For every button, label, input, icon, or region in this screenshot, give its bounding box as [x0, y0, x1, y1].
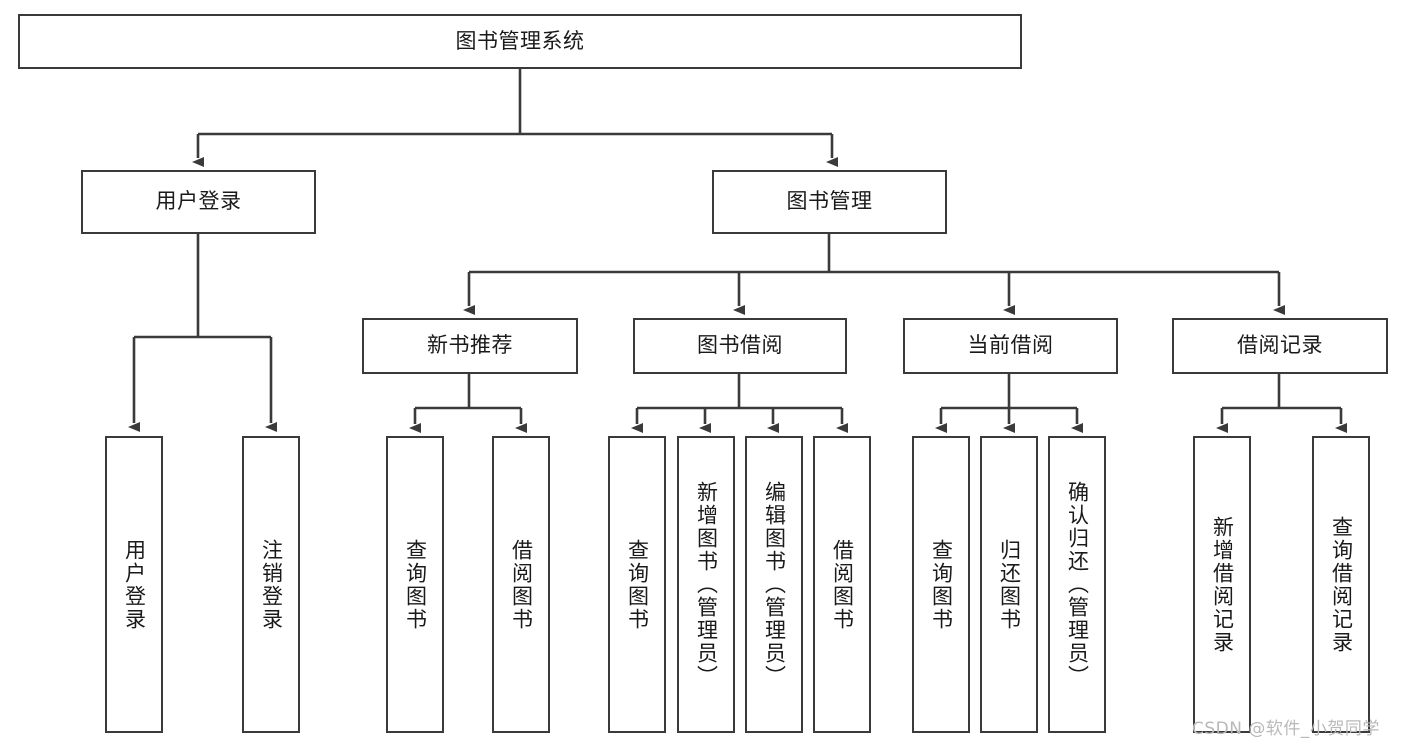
node-label: 图书管理系统 — [455, 28, 585, 53]
node-new-book-recommend[interactable]: 新书推荐 — [362, 318, 578, 374]
node-label: 查询图书 — [625, 538, 650, 631]
leaf-borrow-edit-book-admin[interactable]: 编辑图书（管理员） — [745, 436, 803, 733]
leaf-borrow-add-book-admin[interactable]: 新增图书（管理员） — [677, 436, 735, 733]
node-label: 当前借阅 — [967, 333, 1054, 358]
node-label: 借阅图书 — [830, 538, 855, 631]
node-book-management[interactable]: 图书管理 — [712, 170, 947, 234]
leaf-record-add-record[interactable]: 新增借阅记录 — [1193, 436, 1251, 733]
leaf-record-query-record[interactable]: 查询借阅记录 — [1312, 436, 1370, 733]
node-current-borrow[interactable]: 当前借阅 — [903, 318, 1118, 374]
node-user-login[interactable]: 用户登录 — [81, 170, 316, 234]
node-label: 查询图书 — [929, 538, 954, 631]
leaf-borrow-query-book[interactable]: 查询图书 — [608, 436, 666, 733]
leaf-current-return-book[interactable]: 归还图书 — [980, 436, 1038, 733]
node-label: 图书管理 — [786, 189, 873, 214]
leaf-borrow-borrow-book[interactable]: 借阅图书 — [813, 436, 871, 733]
node-label: 借阅图书 — [509, 538, 534, 631]
node-label: 归还图书 — [997, 538, 1022, 631]
node-label: 查询借阅记录 — [1329, 515, 1354, 654]
node-book-borrow[interactable]: 图书借阅 — [633, 318, 847, 374]
leaf-current-confirm-return-admin[interactable]: 确认归还（管理员） — [1048, 436, 1106, 733]
node-root-system[interactable]: 图书管理系统 — [18, 14, 1022, 69]
node-label: 新增图书（管理员） — [694, 481, 719, 688]
node-label: 新书推荐 — [427, 333, 513, 358]
node-label: 借阅记录 — [1237, 333, 1323, 358]
node-label: 图书借阅 — [697, 333, 783, 358]
node-label: 查询图书 — [403, 538, 428, 631]
leaf-new-book-borrow-book[interactable]: 借阅图书 — [492, 436, 550, 733]
leaf-user-login-logout[interactable]: 注销登录 — [242, 436, 300, 733]
node-borrow-record[interactable]: 借阅记录 — [1172, 318, 1388, 374]
node-label: 编辑图书（管理员） — [762, 481, 787, 688]
leaf-current-query-book[interactable]: 查询图书 — [912, 436, 970, 733]
leaf-user-login-login[interactable]: 用户登录 — [105, 436, 163, 733]
node-label: 确认归还（管理员） — [1065, 481, 1090, 688]
node-label: 新增借阅记录 — [1210, 515, 1235, 654]
csdn-watermark: CSDN @软件_小贺同学 — [1192, 719, 1380, 739]
node-label: 用户登录 — [122, 538, 147, 631]
node-label: 注销登录 — [259, 538, 284, 631]
leaf-new-book-query-book[interactable]: 查询图书 — [386, 436, 444, 733]
node-label: 用户登录 — [155, 189, 242, 214]
